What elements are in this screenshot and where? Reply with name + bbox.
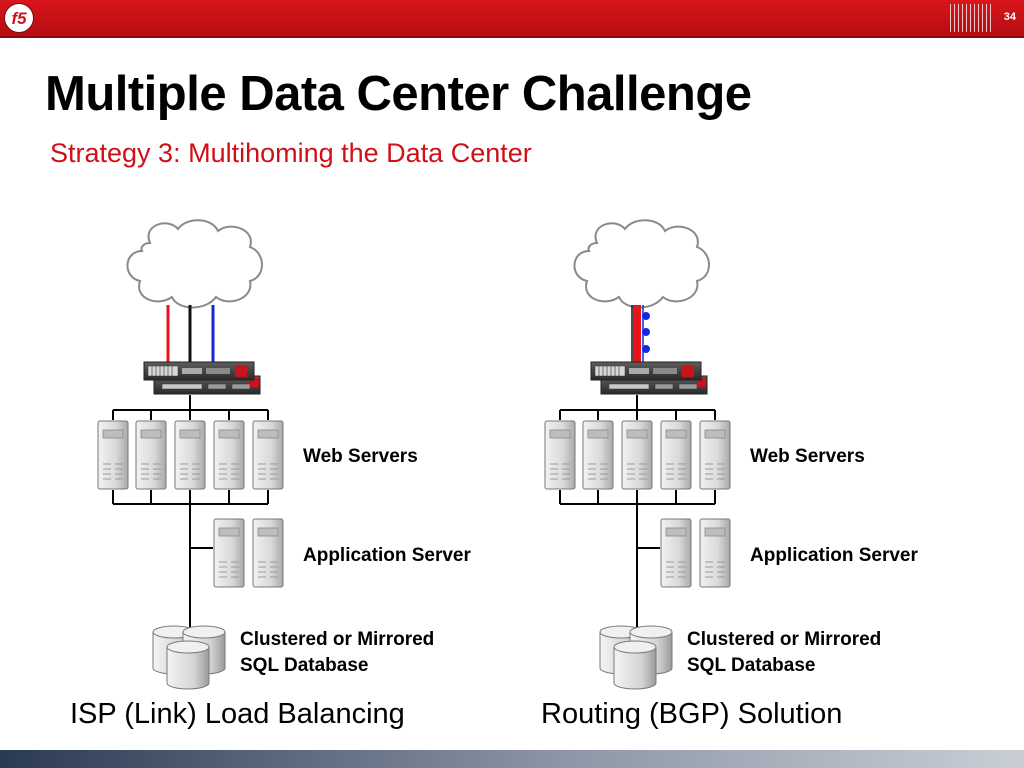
server-icon: [582, 420, 614, 490]
network-lines: [112, 395, 269, 630]
logo-text: f5: [11, 8, 27, 28]
database-group: [152, 625, 226, 690]
server-icon: [97, 420, 129, 490]
app-server-label: Application Server: [750, 545, 918, 566]
app-server-group: [660, 518, 731, 588]
server-icon: [213, 518, 245, 588]
server-icon: [135, 420, 167, 490]
database-group: [599, 625, 673, 690]
database-icon: [613, 640, 657, 690]
database-label-line2: SQL Database: [240, 654, 369, 676]
router-appliance-icon: [590, 361, 708, 395]
network-lines: [559, 395, 716, 630]
database-label-line1: Clustered or Mirrored: [240, 629, 435, 650]
isp-load-balancing-diagram: [0, 200, 440, 740]
f5-logo: f5: [4, 3, 34, 33]
server-icon: [252, 420, 284, 490]
app-server-label: Application Server: [303, 545, 471, 566]
server-icon: [213, 420, 245, 490]
diagram-caption-isp: ISP (Link) Load Balancing: [70, 698, 405, 730]
server-icon: [699, 518, 731, 588]
load-balancer-appliance-icon: [143, 361, 261, 395]
internet-cloud-icon: [573, 219, 710, 309]
web-server-group: [544, 420, 731, 490]
dot-icon: [642, 312, 650, 320]
server-icon: [660, 420, 692, 490]
dot-icon: [642, 328, 650, 336]
slide-title: Multiple Data Center Challenge: [45, 67, 752, 121]
database-label-line2: SQL Database: [687, 654, 816, 676]
server-icon: [174, 420, 206, 490]
database-label-line1: Clustered or Mirrored: [687, 629, 882, 650]
web-servers-label: Web Servers: [303, 446, 418, 467]
server-icon: [660, 518, 692, 588]
server-icon: [252, 518, 284, 588]
database-label: Clustered or Mirrored SQL Database: [240, 627, 434, 678]
server-icon: [544, 420, 576, 490]
web-servers-label: Web Servers: [750, 446, 865, 467]
diagram-caption-bgp: Routing (BGP) Solution: [541, 698, 843, 730]
decorative-stripes: [950, 4, 992, 32]
server-icon: [699, 420, 731, 490]
footer-bar: [0, 750, 1024, 768]
bgp-routing-diagram: [447, 200, 887, 740]
internet-cloud-icon: [126, 219, 263, 309]
slide-subtitle: Strategy 3: Multihoming the Data Center: [50, 138, 532, 168]
page-number: 34: [1003, 11, 1016, 23]
web-server-group: [97, 420, 284, 490]
server-icon: [621, 420, 653, 490]
app-server-group: [213, 518, 284, 588]
header-bar: f5 34: [0, 0, 1024, 38]
database-label: Clustered or Mirrored SQL Database: [687, 627, 881, 678]
dot-icon: [642, 345, 650, 353]
database-icon: [166, 640, 210, 690]
